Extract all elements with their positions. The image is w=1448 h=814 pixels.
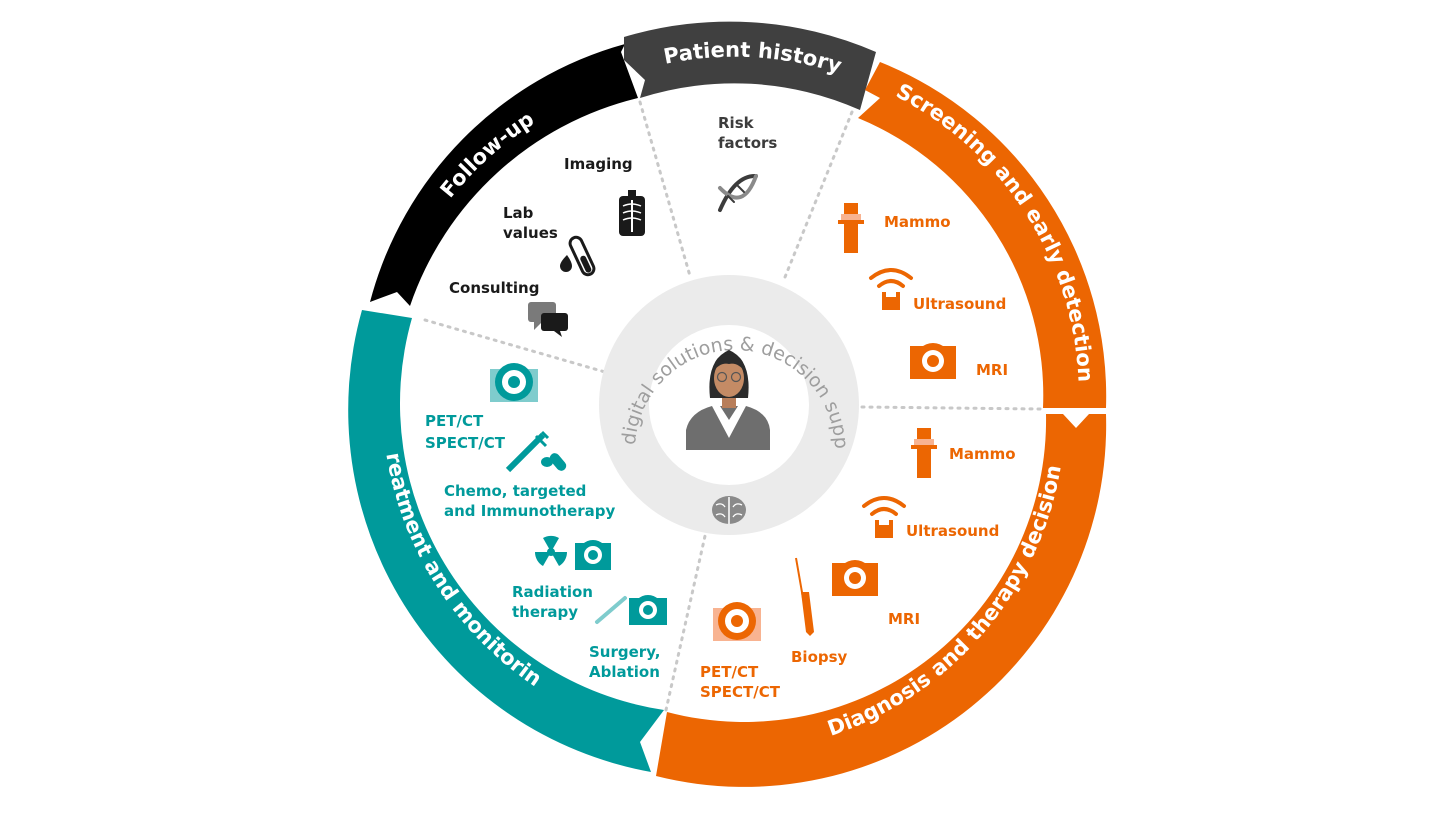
follow-up-items: Imaging Lab values Consulting (449, 155, 645, 337)
item-label-consulting: Consulting (449, 279, 539, 297)
ring-label-treatment: Treatment and monitoring (0, 0, 546, 691)
item-label-risk-factors: Risk factors (718, 114, 777, 152)
syringe-pills-icon (505, 430, 567, 473)
test-tube-icon (560, 235, 596, 277)
item-label-radiation: Radiation therapy (512, 583, 598, 621)
linac-icon (575, 540, 611, 570)
dna-icon (718, 174, 758, 212)
ring-segment-patient-history (624, 21, 876, 111)
mammography-icon (911, 428, 937, 478)
item-label-mammo: Mammo (884, 213, 951, 231)
item-label-biopsy: Biopsy (791, 648, 848, 666)
ring-segment-treatment (348, 310, 664, 772)
ring-segment-follow-up (370, 44, 638, 306)
item-label-mammo: Mammo (949, 445, 1016, 463)
ultrasound-icon (862, 496, 906, 538)
doctor-avatar (686, 350, 770, 450)
diagnosis-items: Mammo Ultrasound MRI Biopsy PET/CT (700, 428, 1016, 701)
ring-segment-screening (858, 62, 1107, 408)
segment-dividers (423, 100, 1042, 712)
item-label-pet-spect-ct: PET/CT SPECT/CT (700, 663, 781, 701)
chat-bubbles-icon (528, 302, 568, 337)
mri-icon (832, 560, 878, 596)
item-label-pet-spect-ct: PET/CT SPECT/CT (425, 412, 506, 452)
mri-icon (629, 595, 667, 625)
mammography-icon (838, 203, 864, 253)
ultrasound-icon (869, 268, 913, 310)
item-label-ultrasound: Ultrasound (913, 295, 1006, 313)
pet-ct-icon (490, 363, 538, 402)
pet-ct-icon (713, 602, 761, 641)
treatment-items: PET/CT SPECT/CT Chemo, targeted and Immu… (425, 363, 667, 681)
brain-icon (712, 496, 746, 524)
item-label-mri: MRI (888, 610, 920, 628)
item-label-mri: MRI (976, 361, 1008, 379)
item-label-chemo: Chemo, targeted and Immunotherapy (444, 482, 616, 520)
outer-ring (348, 21, 1107, 787)
item-label-surgery: Surgery, Ablation (589, 643, 666, 681)
ring-segment-diagnosis (656, 414, 1107, 787)
item-label-imaging: Imaging (564, 155, 633, 173)
item-label-ultrasound: Ultrasound (906, 522, 999, 540)
item-label-lab-values: Lab values (503, 204, 558, 242)
screening-items: Mammo Ultrasound MRI (838, 203, 1008, 379)
mri-icon (910, 343, 956, 379)
biopsy-needle-icon (795, 557, 814, 636)
scalpel-icon (595, 596, 627, 624)
xray-icon (619, 190, 645, 236)
radiation-icon (534, 535, 568, 566)
patient-history-items: Risk factors (718, 114, 777, 212)
